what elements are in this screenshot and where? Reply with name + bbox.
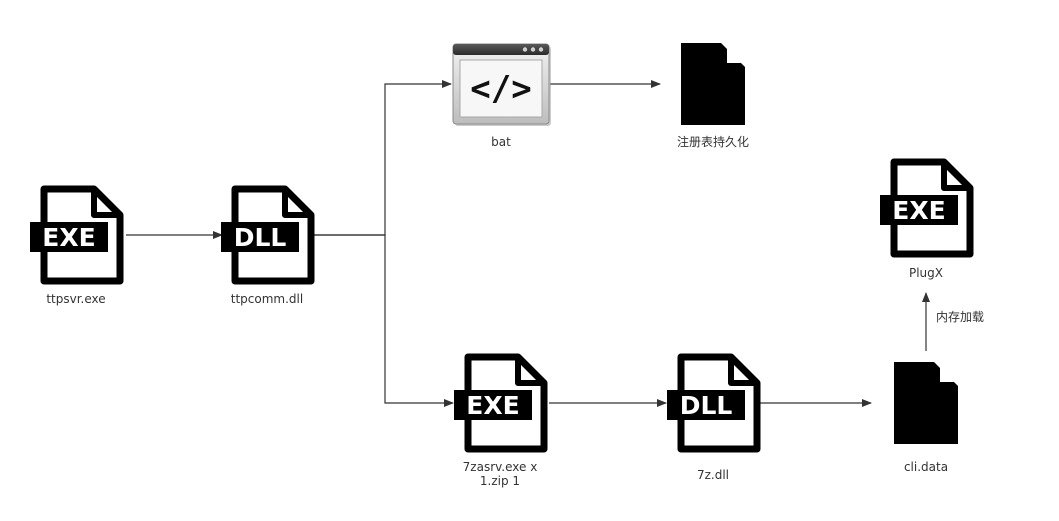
file-badge-text: EXE: [42, 223, 95, 252]
node-label-7zasrv: 7zasrv.exe x 1.zip 1: [462, 460, 538, 488]
file-badge-text: DLL: [680, 391, 733, 420]
arrow-ttpcomm-to-bat: [314, 80, 452, 236]
edge-label: 内存加载: [936, 310, 985, 324]
node-label-ttpsvr: ttpsvr.exe: [46, 292, 106, 306]
node-label-ttpcomm: ttpcomm.dll: [230, 292, 304, 306]
node-label-7zdll: 7z.dll: [696, 468, 730, 482]
arrow-ttpcomm-to-7zasrv: [314, 234, 454, 407]
exe-file-icon: EXE: [30, 185, 124, 285]
node-label-registry: 注册表持久化: [676, 135, 749, 149]
dll-file-icon: DLL: [221, 185, 315, 285]
file-badge-text: EXE: [466, 391, 519, 420]
node-label-clidata: cli.data: [903, 460, 949, 474]
file-icon: [681, 43, 745, 125]
file-badge-text: EXE: [892, 196, 945, 225]
node-label-plugx: PlugX: [908, 266, 943, 280]
node-label-bat: bat: [491, 135, 511, 149]
exe-file-icon: EXE: [880, 158, 974, 258]
code-window-icon: </>: [452, 43, 551, 126]
dll-file-icon: DLL: [667, 353, 761, 453]
exe-file-icon: EXE: [454, 353, 548, 453]
file-badge-text: DLL: [234, 223, 287, 252]
code-symbol-text: </>: [470, 69, 531, 109]
file-icon: [894, 362, 958, 444]
